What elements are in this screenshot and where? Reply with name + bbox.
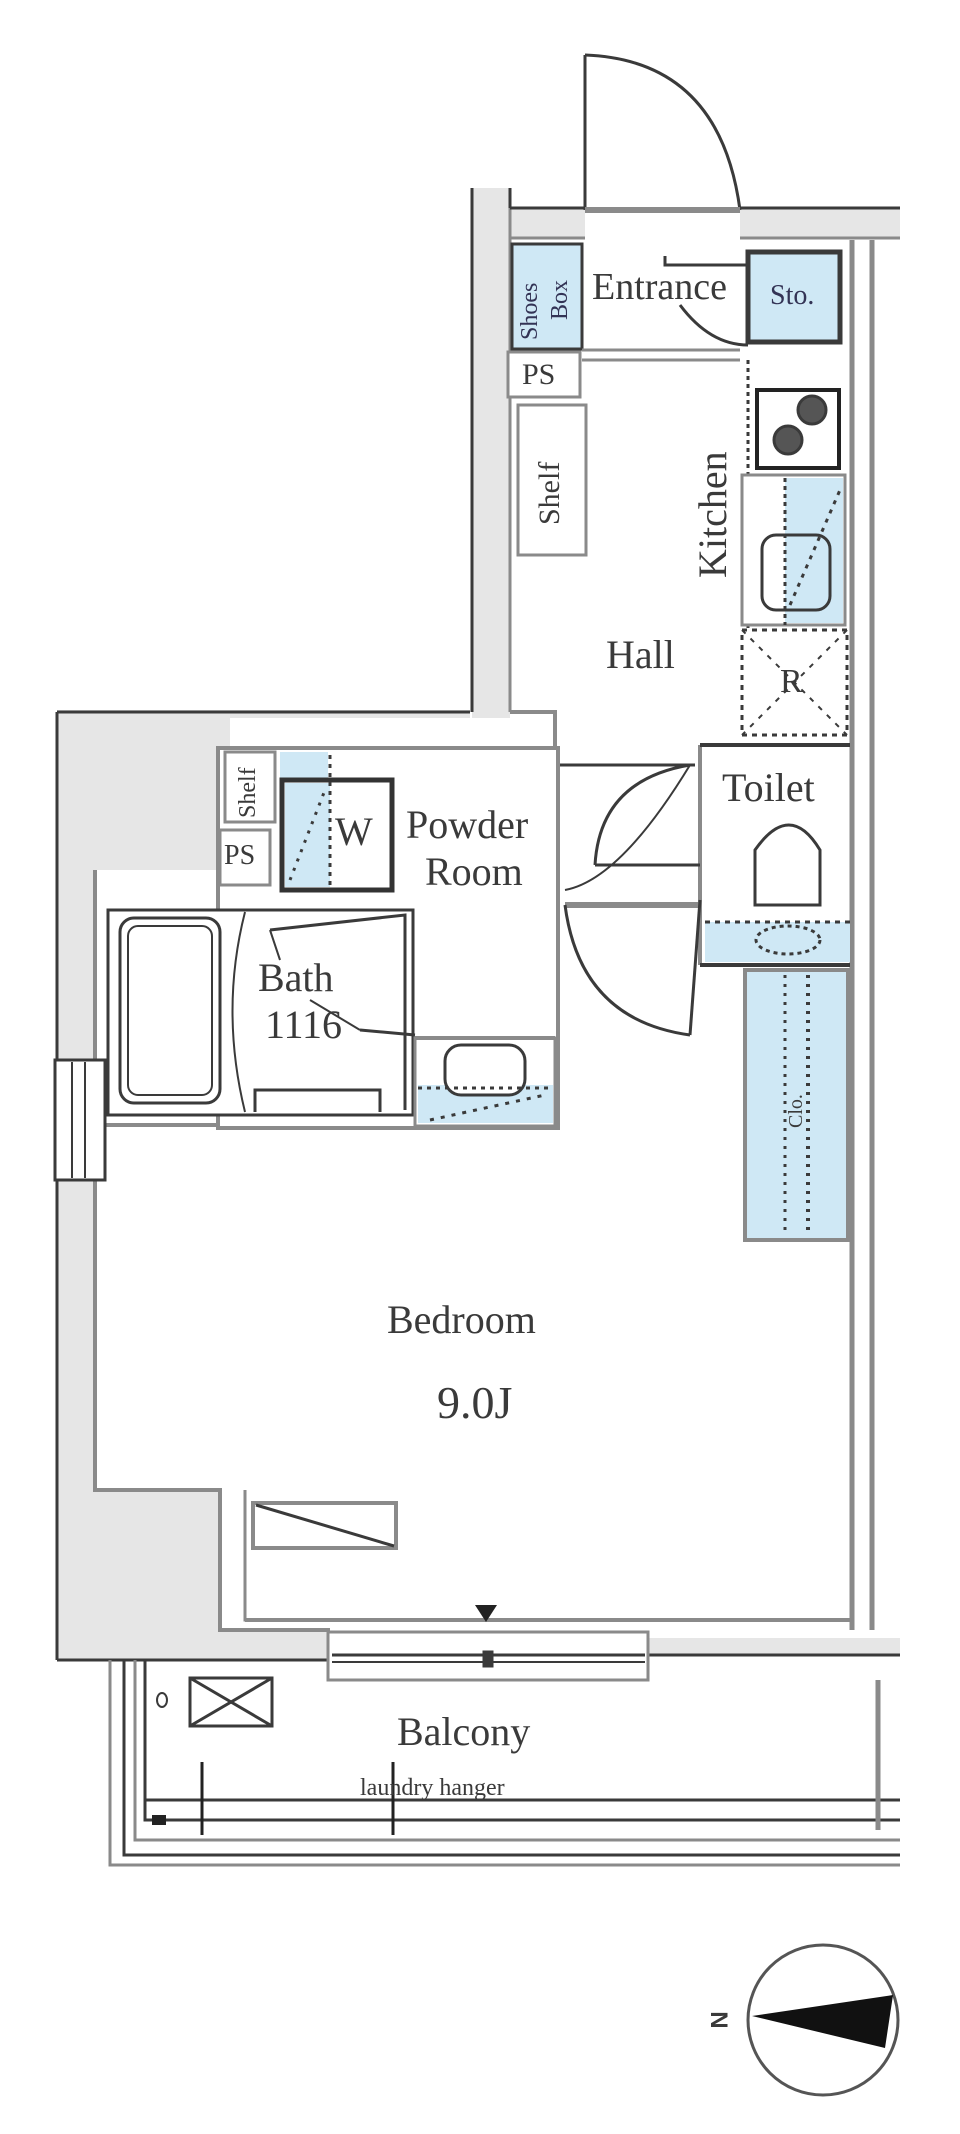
room-label-balcony: Balcony: [397, 1709, 531, 1754]
room-label-toilet: Toilet: [722, 765, 815, 810]
bedroom-shelf: [251, 1501, 398, 1550]
balcony: [108, 1660, 900, 1867]
fixture-shoes-box-line2: Box: [547, 279, 573, 320]
toilet-fixtures: [705, 823, 850, 1242]
room-label-powder-line2: Room: [425, 849, 523, 894]
left-window: [53, 1058, 107, 1182]
entrance-door: [583, 53, 742, 213]
fixture-ps-upper: PS: [522, 358, 556, 391]
fixture-storage: Sto.: [770, 280, 815, 311]
fixture-shoes-box-line1: Shoes: [517, 282, 543, 340]
balcony-note-laundry-hanger: laundry hanger: [360, 1775, 505, 1801]
compass-north-label: N: [706, 2011, 734, 2029]
kitchen-fixtures: [740, 360, 849, 737]
fixture-washer: W: [335, 809, 373, 854]
compass-icon: [746, 1943, 900, 2097]
fixture-shelf-hall: Shelf: [533, 461, 566, 525]
fixture-refrigerator: R: [780, 663, 803, 700]
fixture-closet: Clo.: [785, 1094, 807, 1128]
room-size-bath: 1116: [265, 1002, 343, 1047]
room-size-bedroom: 9.0J: [437, 1377, 513, 1428]
wall-fills: [57, 188, 900, 1660]
fixture-ps-lower: PS: [224, 840, 256, 871]
room-label-powder-line1: Powder: [406, 802, 529, 847]
hall-doors: [555, 763, 702, 1037]
walls: [55, 188, 900, 1662]
powder-bath-fixtures: [106, 746, 560, 1130]
room-label-entrance: Entrance: [592, 266, 728, 308]
fixture-shelf-powder: Shelf: [235, 767, 261, 818]
room-label-kitchen: Kitchen: [690, 451, 735, 578]
balcony-window: [326, 1605, 650, 1682]
room-label-hall: Hall: [606, 632, 675, 677]
room-label-bath: Bath: [258, 955, 334, 1000]
room-label-bedroom: Bedroom: [387, 1297, 536, 1342]
entrance-fixtures: [506, 242, 843, 557]
